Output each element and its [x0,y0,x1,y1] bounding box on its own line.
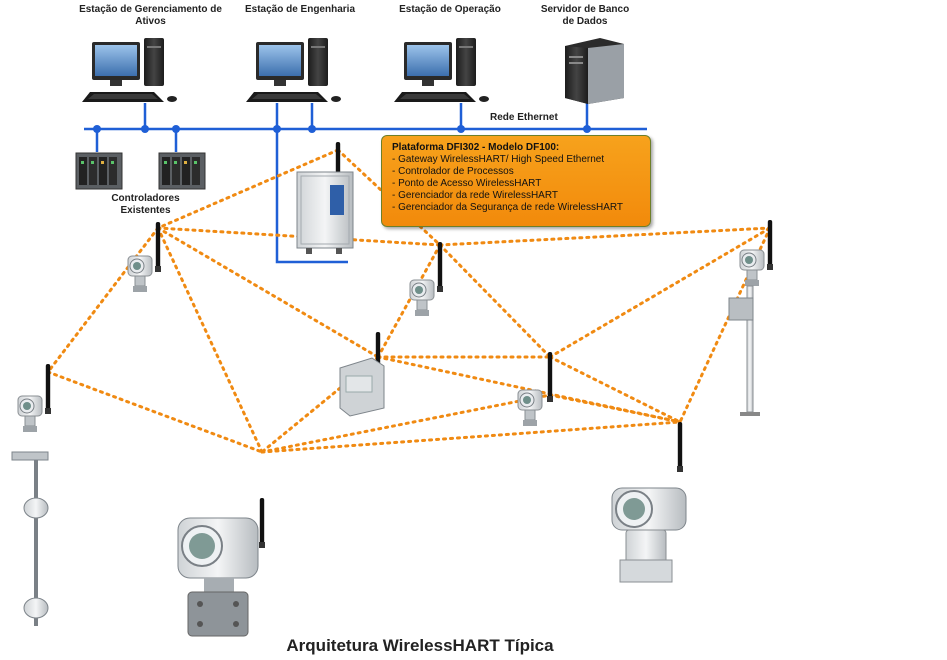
controller-rack-icon [158,152,206,190]
controller-rack-icon [75,152,123,190]
wireless-transmitter-icon [409,242,443,317]
gateway-callout: Plataforma DFI302 - Modelo DF100: Gatewa… [381,135,651,227]
controllers-label: Controladores Existentes [111,193,180,216]
callout-item: Gateway WirelessHART/ High Speed Etherne… [392,154,640,166]
level-probe-icon [11,364,51,626]
wireless-transmitter-icon [177,498,265,637]
operation-workstation-icon [394,38,489,102]
asset-management-workstation-icon [82,38,177,102]
operation-station-label: Estação de Operação [399,4,501,15]
callout-item: Gerenciador da rede WirelessHART [392,190,640,202]
wireless-transmitter-icon [127,222,161,293]
ethernet-nodes [93,125,591,133]
diagram-caption: Arquitetura WirelessHART Típica [286,636,554,655]
gateway-cabinet-icon [296,142,354,254]
callout-item: Controlador de Processos [392,166,640,178]
adapter-box-icon [339,332,385,417]
callout-item: Gerenciador da Segurança de rede Wireles… [392,202,640,214]
wireless-transmitter-icon [611,422,687,583]
callout-list: Gateway WirelessHART/ High Speed Etherne… [392,154,640,214]
db-server-label: Servidor de Banco de Dados [540,4,630,27]
engineering-station-label: Estação de Engenharia [244,4,356,15]
asset-station-label: Estação de Gerenciamento de Ativos [79,4,222,27]
callout-title: Plataforma DFI302 - Modelo DF100: [392,142,560,153]
server-tower-icon [565,38,624,104]
engineering-workstation-icon [246,38,341,102]
level-probe-icon [728,220,773,416]
callout-item: Ponto de Acesso WirelessHART [392,178,640,190]
ethernet-label: Rede Ethernet [490,112,558,123]
